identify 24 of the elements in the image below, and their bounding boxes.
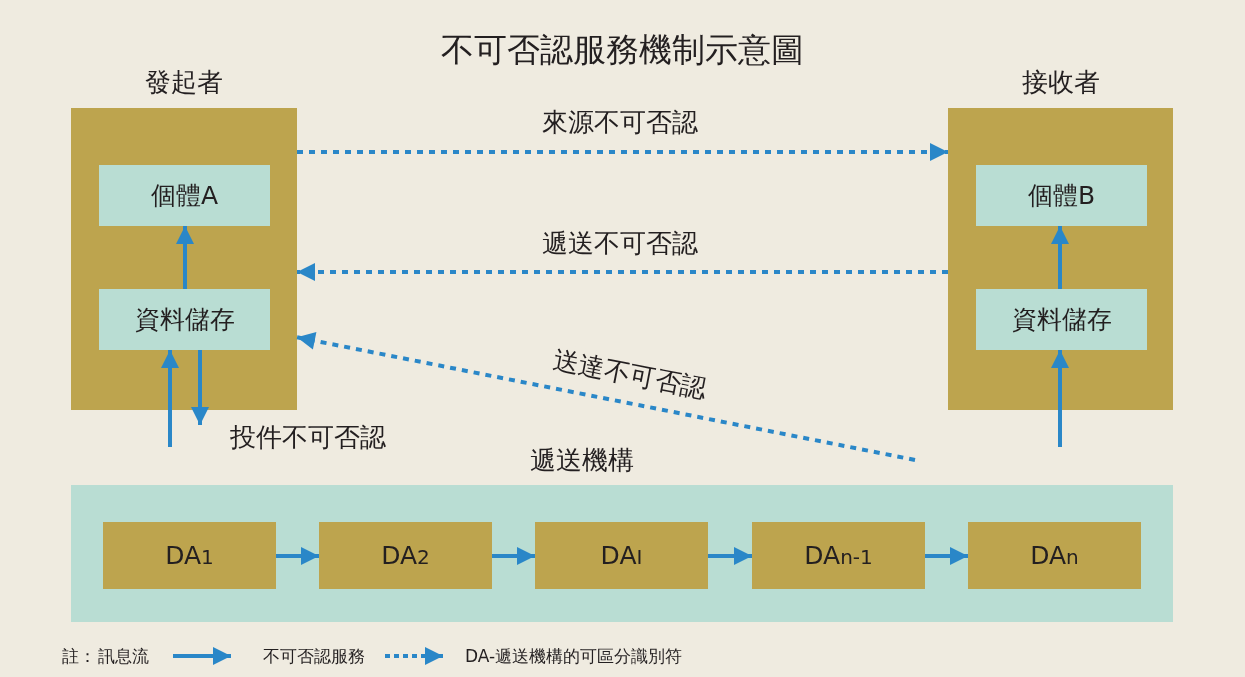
arrow — [191, 350, 209, 425]
panel-heading: 遞送機構 — [530, 443, 634, 477]
arrow — [492, 547, 535, 565]
arrow — [176, 226, 194, 289]
note-text: DA-遞送機構的可區分識別符 — [465, 645, 683, 668]
legend-label: 訊息流 — [98, 645, 149, 668]
panel-heading: 接收者 — [1021, 65, 1100, 99]
arrow — [161, 350, 179, 447]
process-box: 資料儲存 — [976, 289, 1147, 350]
panel-heading: 發起者 — [145, 65, 223, 99]
legend-label: 不可否認服務 — [263, 645, 365, 668]
arrow — [1051, 226, 1069, 289]
arrow — [1051, 350, 1069, 447]
arrow — [297, 263, 948, 281]
diagram-title: 不可否認服務機制示意圖 — [440, 29, 805, 71]
arrow — [297, 143, 948, 161]
arrow — [925, 547, 968, 565]
process-box: 個體A — [99, 165, 270, 226]
process-box: 個體B — [976, 165, 1147, 226]
arrow — [296, 331, 916, 462]
process-box: 資料儲存 — [99, 289, 270, 350]
note-label: 註： — [62, 645, 96, 668]
arrow — [276, 547, 319, 565]
arrow — [708, 547, 752, 565]
